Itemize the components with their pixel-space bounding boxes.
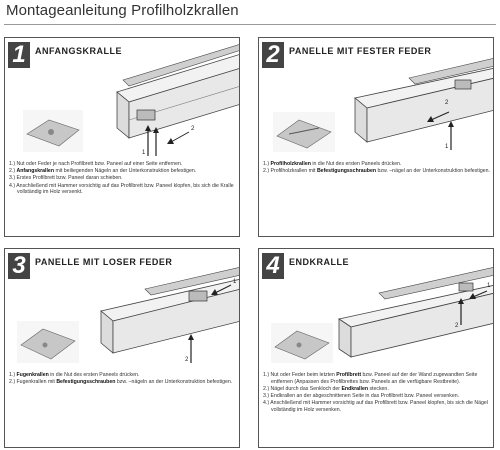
claw-photo [273,112,335,152]
claw-photo [17,321,79,363]
instruction-step: 1.) Profilholzkrallen in die Nut des ers… [263,161,402,167]
instruction-list: 1.) Profilholzkrallen in die Nut des ers… [263,161,491,175]
instruction-step: 2.) Nägel durch das Senkloch der Endkral… [263,385,389,392]
panel-title: PANELLE MIT LOSER FEDER [35,257,173,267]
instruction-step: 3.) Erstes Profilbrett bzw. Paneel daran… [9,175,123,182]
instruction-list: 1.) Nut oder Feder beim letzten Profilbr… [263,372,491,414]
instruction-list: 1.) Fugenkrallen in die Nut des ersten P… [9,372,237,386]
instruction-step: 4.) Anschließend mit Hammer vorsichtig a… [263,400,488,413]
step-number: 1 [8,42,30,68]
step-panel-3: 1 2 3 PANELLE MIT LOSER FEDER 1.) Fugenk… [4,248,240,448]
instruction-step: 1.) Fugenkrallen in die Nut des ersten P… [9,372,140,378]
title-divider [4,24,496,25]
svg-text:2: 2 [455,323,459,329]
panel-title: PANELLE MIT FESTER FEDER [289,46,432,56]
claw-shape [454,79,472,90]
step-number: 4 [262,253,284,279]
instruction-step: 2.) Fugenkrallen mit Befestigungsschraub… [9,379,233,386]
panel-title: ENDKRALLE [289,257,349,267]
feste-feder-illustration: 2 1 [273,58,493,152]
instruction-step: 4.) Anschließend mit Hammer vorsichtig a… [9,182,234,196]
instruction-list: 1.) Nut oder Feder je nach Profilbrett b… [9,161,237,196]
instruction-step: 2.) Anfangskrallen mit beiliegenden Näge… [9,168,197,175]
claw-shape [458,282,474,292]
claw-shape [188,290,208,302]
claw-shape [136,109,156,121]
svg-text:1: 1 [445,144,449,150]
svg-text:2: 2 [445,100,449,106]
claw-photo [23,110,83,152]
step-number: 3 [8,253,30,279]
instruction-step: 2.) Profilholzkrallen mit Befestigungssc… [263,168,490,175]
step-panel-4: 1 2 4 ENDKRALLE 1.) Nut oder Feder beim … [258,248,494,448]
lose-feder-illustration: 1 2 [17,267,239,363]
step-panel-2: 2 1 2 PANELLE MIT FESTER FEDER 1.) Profi… [258,37,494,237]
arrow-label-1: 1 [142,150,146,156]
panel-title: ANFANGSKRALLE [35,46,122,56]
instruction-step: 1.) Nut oder Feder beim letzten Profilbr… [263,372,478,385]
arrow-label-2: 2 [191,126,195,132]
step-panel-1: 2 1 1 ANFANGSKRALLE 1.) Nut oder Feder j… [4,37,240,237]
svg-text:1: 1 [487,283,491,289]
anfangskralle-illustration: 2 1 [23,44,239,156]
page-title: Montageanleitung Profilholzkrallen [6,2,239,19]
claw-photo [271,323,333,363]
instruction-step: 1.) Nut oder Feder je nach Profilbrett b… [9,161,183,167]
instruction-step: 3.) Endkrallen an der abgeschnittenen Se… [263,392,460,399]
endkralle-illustration: 1 2 [271,267,493,363]
svg-text:1: 1 [233,279,237,285]
svg-text:2: 2 [185,357,189,363]
step-number: 2 [262,42,284,68]
